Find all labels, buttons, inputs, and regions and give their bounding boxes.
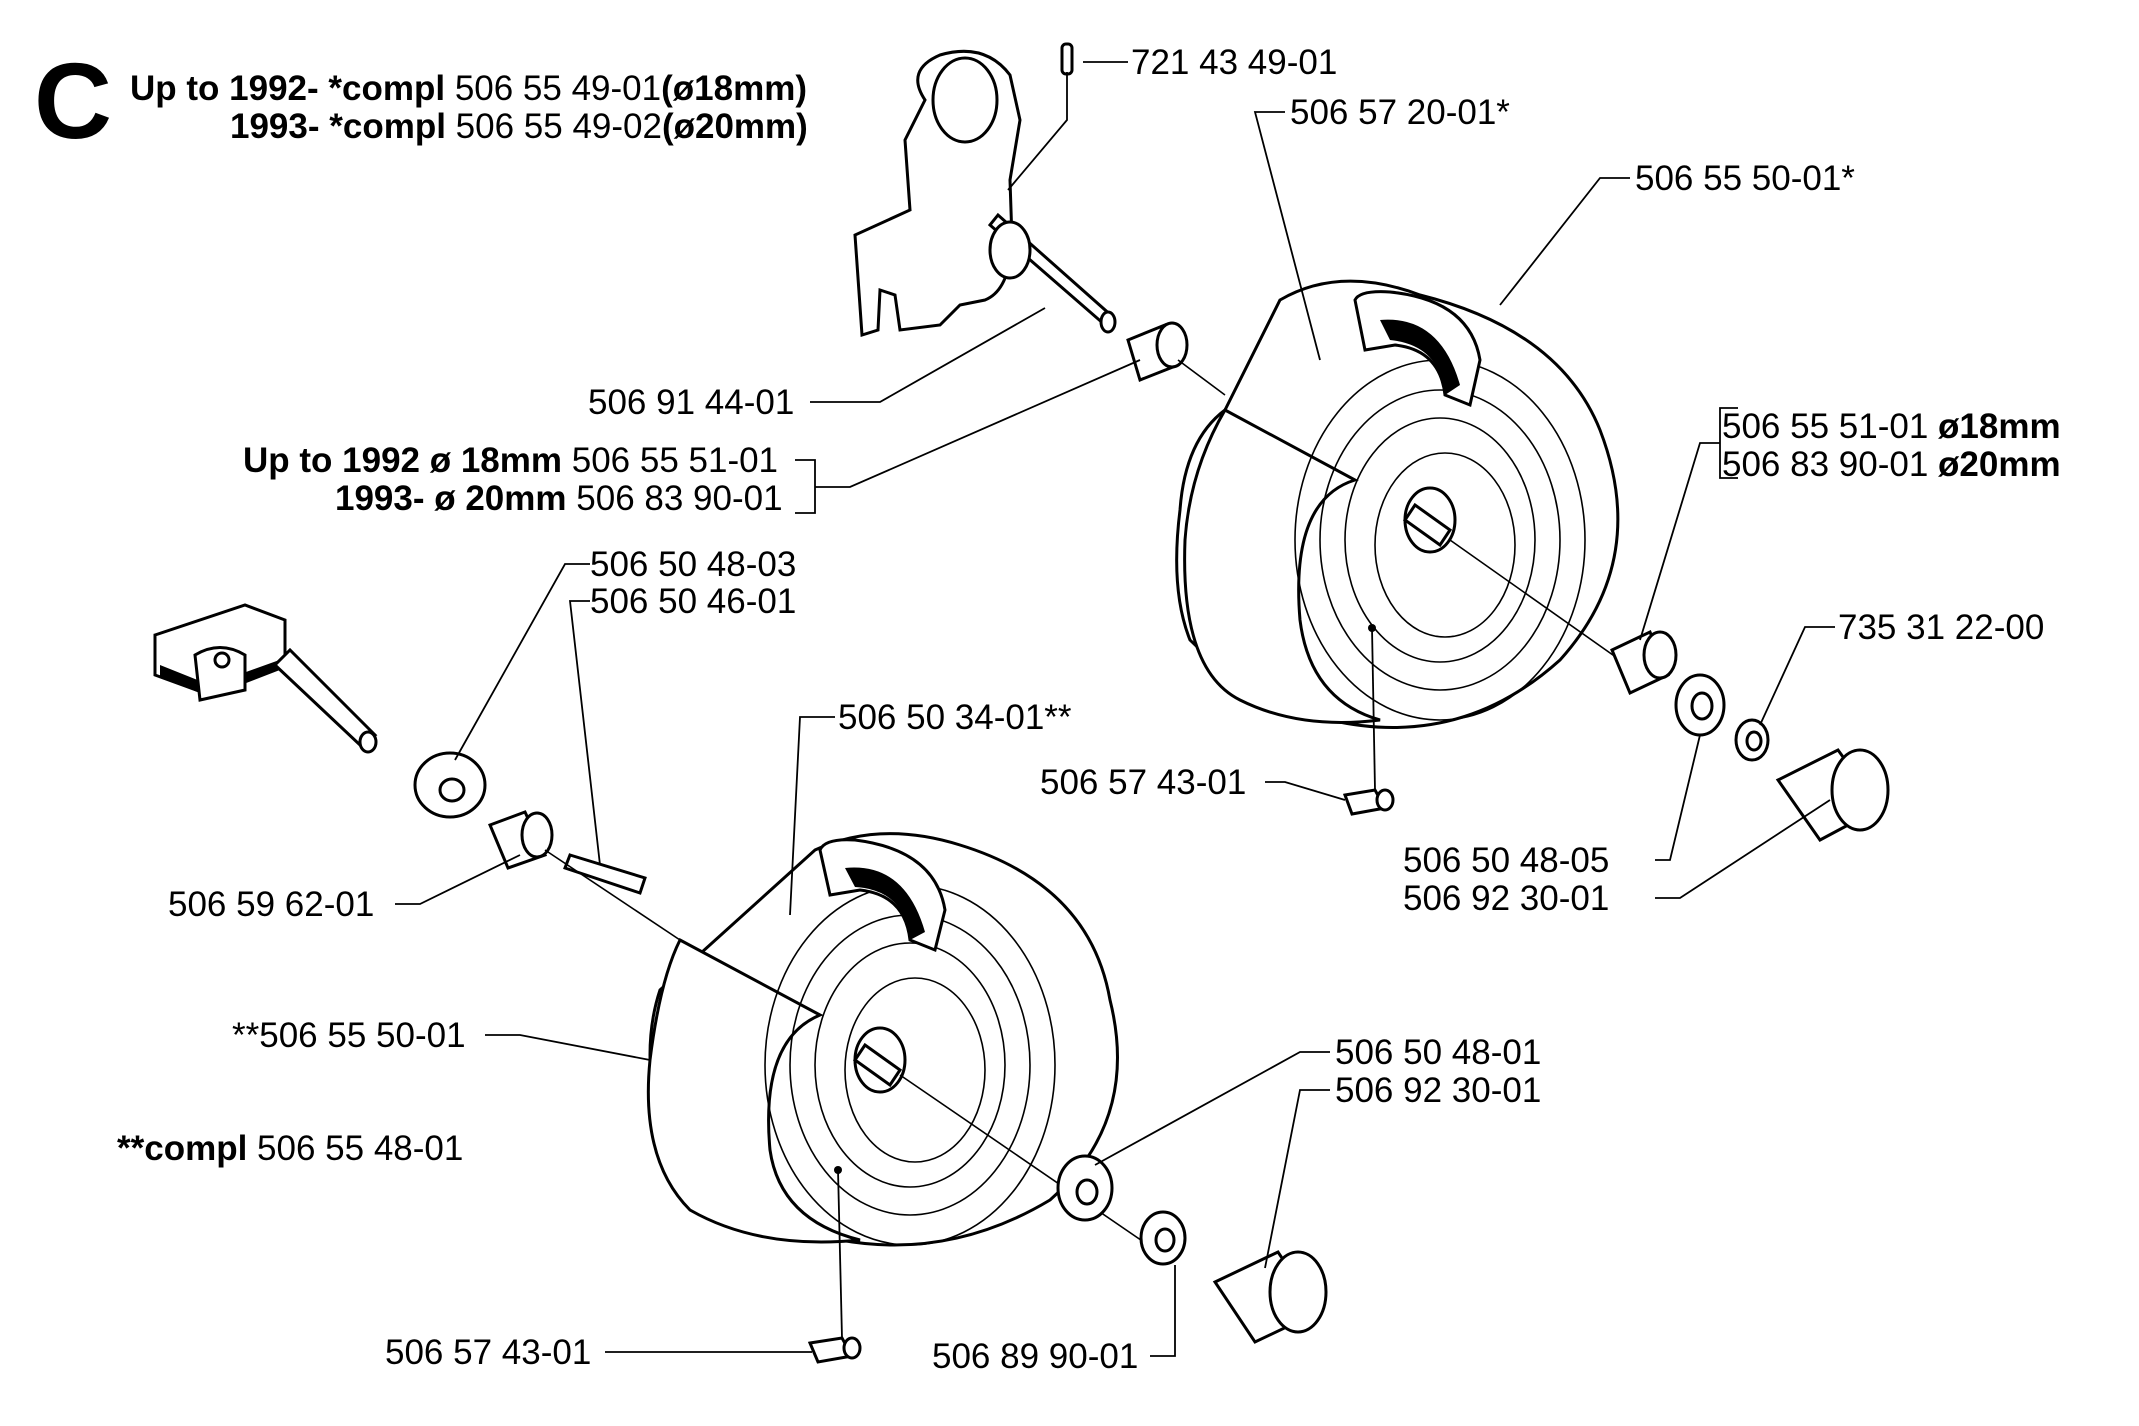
part-label-506-59-62-01: 506 59 62-01 [168, 885, 375, 924]
part-label-506-92-30-01-upper: 506 92 30-01 [1403, 879, 1610, 918]
part-label-506-55-50-01-star: 506 55 50-01* [1635, 159, 1855, 198]
key-part [563, 853, 647, 895]
part-label-506-50-48-05: 506 50 48-05 [1403, 841, 1610, 880]
complete-assembly-label: **compl 506 55 48-01 [117, 1130, 463, 1168]
right-bushing-option-18-part: 506 55 51-01 [1722, 407, 1929, 446]
header-line-2: 1993- *compl 506 55 49-02(ø20mm) [230, 108, 808, 146]
bushing-option-1993: 1993- ø 20mm 506 83 90-01 [335, 480, 783, 518]
right-bushing-option-20-part: 506 83 90-01 [1722, 445, 1929, 484]
part-label-506-92-30-01-lower: 506 92 30-01 [1335, 1071, 1542, 1110]
lower-wheel [646, 832, 1119, 1247]
part-label-506-50-48-01: 506 50 48-01 [1335, 1033, 1542, 1072]
header-line-1-part: 506 55 49-01 [454, 69, 662, 108]
header-line-1: Up to 1992- *compl 506 55 49-01(ø18mm) [130, 70, 807, 108]
right-bushing-option-20: 506 83 90-01 ø20mm [1722, 446, 2061, 484]
bushing-upper-left [1126, 321, 1189, 382]
axle-bracket [853, 49, 1117, 337]
part-label-506-57-20-01: 506 57 20-01* [1290, 93, 1510, 132]
complete-assembly-part: 506 55 48-01 [257, 1129, 464, 1168]
right-bushing-option-18: 506 55 51-01 ø18mm [1722, 408, 2061, 446]
part-label-506-50-46-01: 506 50 46-01 [590, 582, 797, 621]
valve-upper [1342, 788, 1395, 816]
header-line-2-suffix: (ø20mm) [661, 107, 808, 146]
part-label-506-91-44-01: 506 91 44-01 [588, 383, 795, 422]
washer-lower-left [413, 751, 487, 819]
header-line-1-suffix: (ø18mm) [661, 69, 807, 108]
circlip-upper [1734, 718, 1770, 762]
part-label-735-31-22-00: 735 31 22-00 [1838, 608, 2045, 647]
part-label-506-50-34-01: 506 50 34-01** [838, 698, 1072, 737]
bushing-option-1993-prefix: 1993- ø 20mm [335, 479, 567, 518]
valve-lower [807, 1336, 862, 1364]
complete-assembly-prefix: **compl [117, 1129, 248, 1168]
section-letter: C [34, 40, 112, 161]
bushing-option-1993-part: 506 83 90-01 [576, 479, 783, 518]
hub-cap-upper [1775, 748, 1890, 842]
header-line-2-part: 506 55 49-02 [455, 107, 662, 146]
part-label-721-43-49-01: 721 43 49-01 [1131, 43, 1338, 82]
hub-cap-lower [1212, 1250, 1328, 1344]
header-line-2-prefix: 1993- *compl [230, 107, 446, 146]
right-bushing-option-20-size: ø20mm [1938, 445, 2061, 484]
washer-upper [1674, 673, 1726, 737]
bushing-option-1992-part: 506 55 51-01 [571, 441, 779, 480]
part-label-506-89-90-01: 506 89 90-01 [932, 1337, 1139, 1376]
bushing-option-1992: Up to 1992 ø 18mm 506 55 51-01 [243, 442, 778, 480]
leader-lines [395, 61, 1835, 1357]
right-bushing-option-18-size: ø18mm [1938, 407, 2061, 446]
part-label-506-57-43-01-upper: 506 57 43-01 [1040, 763, 1247, 802]
bushing-lower [488, 810, 554, 870]
bushing-option-1992-prefix: Up to 1992 ø 18mm [243, 441, 562, 480]
bushing-upper-right [1610, 629, 1678, 696]
pin-part [1060, 42, 1074, 76]
axle-mount [153, 603, 378, 754]
upper-wheel [1175, 279, 1620, 729]
part-label-506-57-43-01-lower: 506 57 43-01 [385, 1333, 592, 1372]
circlip-lower [1139, 1210, 1187, 1266]
washer-lower-right [1056, 1154, 1114, 1222]
part-label-506-50-48-03: 506 50 48-03 [590, 545, 797, 584]
header-line-1-prefix: Up to 1992- *compl [130, 69, 446, 108]
part-label-506-55-50-01-dstar: **506 55 50-01 [232, 1016, 466, 1055]
